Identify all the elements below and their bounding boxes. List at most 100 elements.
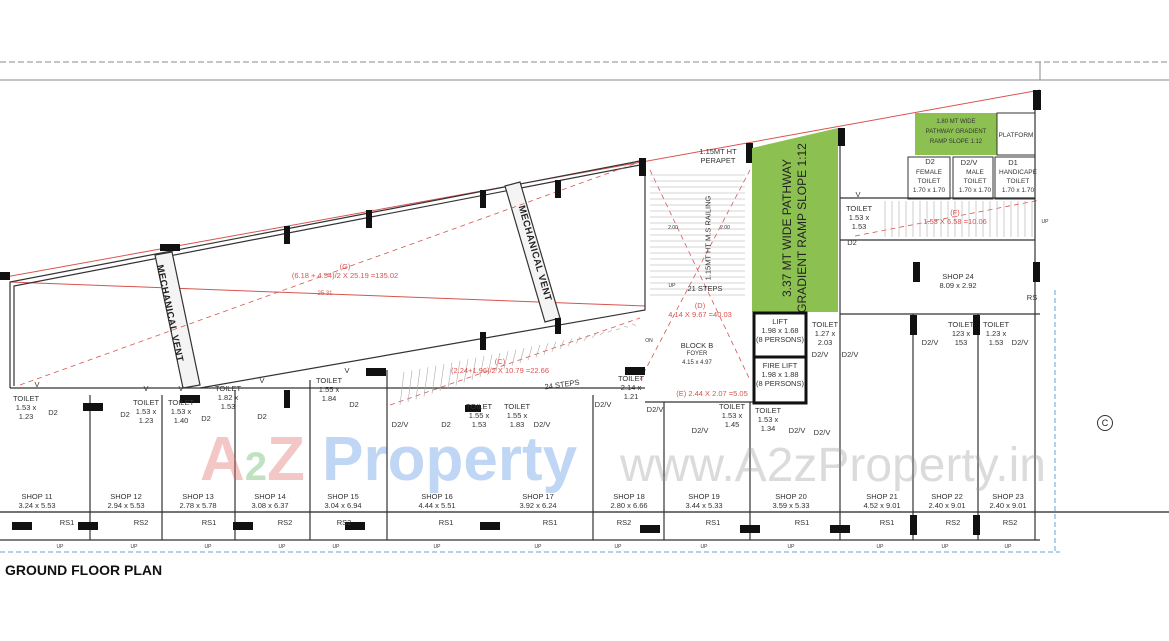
toilet-width: 1.82 x (217, 393, 239, 402)
lift-size: 1.98 x 1.68 (761, 326, 799, 335)
door-tag: D2/V (533, 420, 551, 429)
stair-tread (527, 346, 533, 361)
shop-size: 2.80 x 6.66 (610, 501, 648, 510)
up-label: UP (534, 544, 542, 550)
door-tag: D2/V (391, 420, 409, 429)
stair-tread (479, 355, 485, 378)
on-label: ON (645, 338, 653, 344)
rolling-shutter-label: RS2 (616, 518, 632, 527)
stair-tread (607, 330, 613, 333)
toilet-height: 1.53 (988, 338, 1004, 347)
toilet-width: 1.23 x (985, 329, 1007, 338)
toilet-name: TOILET (465, 402, 493, 411)
up-label: UP (332, 544, 340, 550)
foyer-label: FOYER (686, 351, 708, 357)
shop-name: SHOP 14 (254, 492, 286, 501)
toilet-width: 1.55 x (318, 385, 340, 394)
area-g-tag: (G) (339, 262, 351, 271)
parapet-line1: 1.15MT HT (699, 147, 737, 156)
stair-tread (631, 323, 637, 326)
toilet-name: TOILET (315, 376, 343, 385)
area-d-tag: (D) (694, 301, 706, 310)
female-toilet-size: 1.70 x 1.70 (912, 187, 946, 194)
door-tag: D2/V (960, 158, 978, 167)
area-d-formula: 4.14 X 9.67 =40.03 (668, 310, 732, 319)
door-tag: D1 (1008, 158, 1018, 167)
stair-tread (615, 328, 621, 330)
area-d: (D)4.14 X 9.67 =40.03 (668, 301, 732, 319)
up-label: UP (941, 544, 949, 550)
shop-size: 3.92 x 6.24 (519, 501, 557, 510)
watermark-logo: A2Z Property (200, 429, 577, 491)
area-g-length: 25.31 (317, 291, 333, 297)
dim-stair-left: 2.00 (668, 225, 678, 231)
up-label: UP (700, 544, 708, 550)
toilet-width: 1.53 x (848, 213, 870, 222)
toilet-height: 1.21 (623, 392, 639, 401)
area-e: (E) 2.44 X 2.07 =5.05 (676, 389, 748, 398)
stair-tread (599, 331, 605, 336)
stair-tread (567, 338, 573, 347)
area-c-tag: (C) (494, 357, 506, 366)
door-tag: D2 (48, 408, 58, 417)
handicap-toilet-name2: TOILET (1006, 178, 1030, 185)
area-e-tag: (E) (676, 389, 687, 398)
watermark-url: www.A2zProperty.in (620, 439, 1046, 492)
ramp-line2: GRADIENT RAMP SLOPE 1:12 (795, 143, 809, 313)
stair-tread (535, 344, 541, 358)
shop-size: 4.44 x 5.51 (418, 501, 456, 510)
female-toilet-name: FEMALE (915, 169, 943, 176)
public-toilet-walls (907, 156, 1036, 200)
toilet-height: 2.03 (817, 338, 833, 347)
ramp-label: 3.37 MT WIDE PATHWAY GRADIENT RAMP SLOPE… (780, 143, 810, 313)
stair-tread (423, 367, 429, 397)
door-tag: D2 (441, 420, 451, 429)
fire-lift-capacity: (8 PERSONS) (756, 379, 804, 388)
area-f: (F)1.53 X 6.58 =10.06 (923, 208, 987, 226)
toilet-name: TOILET (811, 320, 839, 329)
shop-name: SHOP 16 (421, 492, 453, 501)
toilet-name: TOILET (132, 398, 160, 407)
rolling-shutter-label: RS1 (794, 518, 810, 527)
stair-tread (399, 371, 405, 406)
vent-label: V (344, 366, 350, 375)
shop-name: SHOP 20 (775, 492, 807, 501)
shop-size: 8.09 x 2.92 (939, 281, 977, 290)
door-tag: D2/V (691, 426, 709, 435)
small-ramp-line1: 1.80 MT WIDE (936, 119, 976, 125)
shop-name: SHOP 22 (931, 492, 963, 501)
watermark-z: Z (267, 425, 305, 494)
toilet-height: 1.53 (220, 402, 236, 411)
door-tag: D2 (257, 412, 267, 421)
toilet-width: 1.53 x (721, 411, 743, 420)
lift-name: LIFT (772, 317, 788, 326)
toilet-name: TOILET (845, 204, 873, 213)
shop-name: SHOP 15 (327, 492, 359, 501)
door-tag: D2/V (811, 350, 829, 359)
shop-name: SHOP 23 (992, 492, 1024, 501)
door-tag: D2 (120, 410, 130, 419)
rolling-shutter-label: RS2 (945, 518, 961, 527)
toilet-width: 1.53 x (135, 407, 157, 416)
toilet-height: 1.40 (173, 416, 189, 425)
toilet-height: 1.23 (138, 416, 154, 425)
stair-tread (543, 343, 549, 355)
stair-tread (519, 347, 525, 364)
